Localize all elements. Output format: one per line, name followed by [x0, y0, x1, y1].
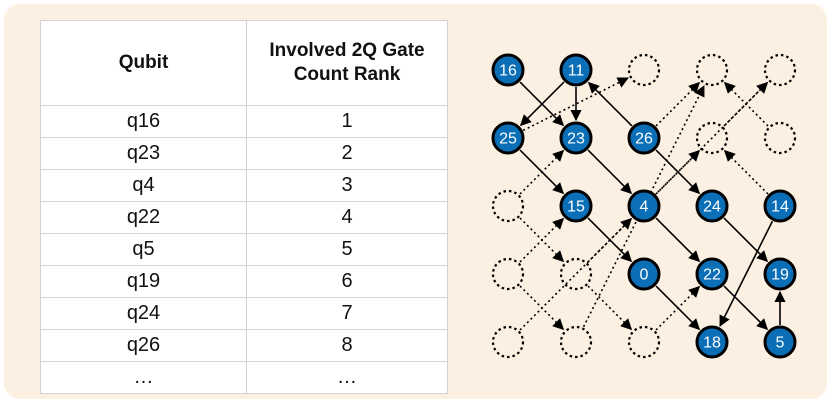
qubit-node-label: 14 — [771, 199, 789, 216]
solid-edge-5 — [587, 217, 633, 263]
qubit-cell: q23 — [40, 137, 247, 170]
qubit-node-label: 22 — [703, 267, 721, 284]
qubit-cell: q19 — [40, 265, 247, 298]
qubit-node-19: 19 — [763, 257, 797, 291]
qubit-node-24: 24 — [695, 189, 729, 223]
dotted-edge-9 — [519, 81, 769, 331]
qubit-node-18: 18 — [695, 325, 729, 359]
qubit-node-5: 5 — [763, 325, 797, 359]
dotted-edge-13 — [723, 149, 769, 195]
qubit-node-16: 16 — [491, 53, 525, 87]
qubit-lattice-diagram: 16 11 25 23 26 15 4 24 14 0 22 19 18 5 — [491, 53, 797, 359]
qubit-node-25: 25 — [491, 121, 525, 155]
solid-edge-11 — [723, 285, 769, 331]
empty-qubit-slot — [695, 121, 729, 155]
rank-cell: 7 — [246, 297, 448, 330]
empty-qubit-slot — [491, 325, 525, 359]
qubit-node-label: 19 — [771, 267, 789, 284]
qubit-node-22: 22 — [695, 257, 729, 291]
qubit-cell: … — [40, 361, 247, 394]
qubit-node-label: 11 — [568, 63, 585, 80]
lattice-edges — [519, 77, 786, 331]
empty-qubit-slot — [763, 53, 797, 87]
qubit-cell: q22 — [40, 201, 247, 234]
solid-edge-9 — [655, 217, 701, 263]
qubit-cell: q16 — [40, 105, 247, 138]
solid-edge-1 — [519, 81, 565, 127]
lattice-nodes: 16 11 25 23 26 15 4 24 14 0 22 19 18 5 — [491, 53, 797, 359]
qubit-node-11: 11 — [559, 53, 593, 87]
table-row: …… — [40, 361, 448, 394]
qubit-node-15: 15 — [559, 189, 593, 223]
qubit-node-label: 4 — [640, 199, 649, 216]
qubit-cell: q5 — [40, 233, 247, 266]
dotted-edge-12 — [655, 81, 701, 127]
empty-qubit-slot — [491, 189, 525, 223]
qubit-node-label: 18 — [703, 335, 721, 352]
rank-cell: 5 — [246, 233, 448, 266]
qubit-node-label: 0 — [640, 267, 649, 284]
empty-qubit-slot — [627, 325, 661, 359]
rank-cell: 3 — [246, 169, 448, 202]
solid-edge-10 — [655, 285, 701, 331]
empty-qubit-slot — [695, 53, 729, 87]
empty-qubit-slot — [559, 257, 593, 291]
qubit-node-23: 23 — [559, 121, 593, 155]
qubit-node-label: 15 — [567, 199, 585, 216]
qubit-node-4: 4 — [627, 189, 661, 223]
rank-cell: … — [246, 361, 448, 394]
solid-edge-7 — [655, 149, 701, 195]
solid-edge-6 — [587, 81, 633, 127]
qubit-node-26: 26 — [627, 121, 661, 155]
empty-qubit-slot — [627, 53, 661, 87]
qubit-cell: q4 — [40, 169, 247, 202]
qubit-node-label: 16 — [499, 63, 517, 80]
solid-edge-3 — [587, 149, 633, 195]
solid-edge-8 — [723, 217, 769, 263]
qubit-node-14: 14 — [763, 189, 797, 223]
rank-cell: 2 — [246, 137, 448, 170]
rank-cell: 1 — [246, 105, 448, 138]
header-gate-count-rank: Involved 2Q Gate Count Rank — [246, 20, 448, 106]
empty-qubit-slot — [491, 257, 525, 291]
qubit-cell: q26 — [40, 329, 247, 362]
qubit-node-label: 5 — [776, 335, 785, 352]
qubit-node-label: 26 — [635, 131, 653, 148]
dotted-edge-14 — [723, 81, 769, 127]
dotted-edge-5 — [519, 217, 565, 263]
dotted-edge-8 — [587, 285, 633, 331]
qubit-node-label: 23 — [567, 131, 585, 148]
qubit-node-label: 25 — [499, 131, 517, 148]
empty-qubit-slot — [559, 325, 593, 359]
solid-edge-4 — [519, 149, 565, 195]
solid-edge-13 — [719, 220, 774, 327]
rank-cell: 8 — [246, 329, 448, 362]
qubit-node-0: 0 — [627, 257, 661, 291]
header-qubit: Qubit — [40, 20, 247, 106]
table-header-row: Qubit Involved 2Q Gate Count Rank — [40, 20, 448, 106]
empty-qubit-slot — [763, 121, 797, 155]
qubit-cell: q24 — [40, 297, 247, 330]
rank-cell: 6 — [246, 265, 448, 298]
qubit-node-label: 24 — [703, 199, 721, 216]
rank-cell: 4 — [246, 201, 448, 234]
